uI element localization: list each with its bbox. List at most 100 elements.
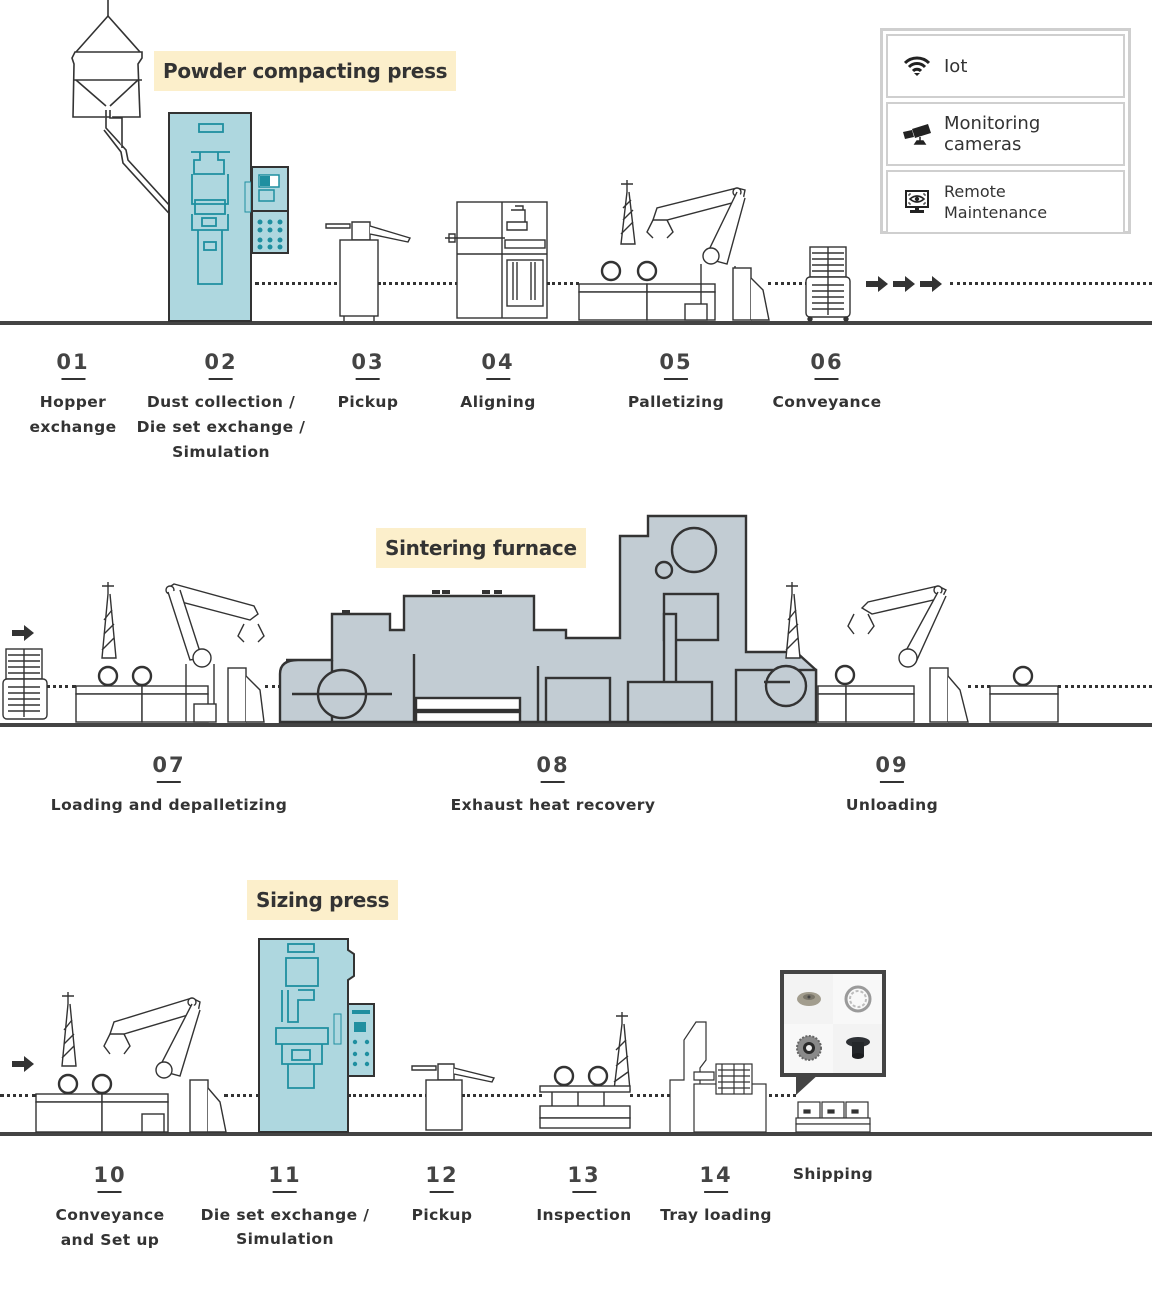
step-11: 11 Die set exchange / Simulation [201,1163,370,1251]
step-number: 12 [425,1163,458,1191]
step-label: Dust collection / Die set exchange / Sim… [136,393,306,461]
flow-arrow-icon [866,276,888,292]
shipping-products-preview [780,970,886,1077]
conveyor-dotted-line-row3b [224,1094,260,1097]
pallet-cart-illustration [805,246,851,322]
conveyance-robot-illustration [35,992,227,1133]
inspection-machine-illustration [539,1012,631,1129]
legend-label: Iot [944,55,968,77]
conveyor-dotted-line-row2a [46,685,76,688]
step-number: 04 [481,350,514,378]
pickup-machine-illustration [325,221,411,321]
compacting-press-label: Powder compacting press [154,51,457,91]
pickup-machine-illustration [411,1063,496,1131]
wifi-icon [902,53,932,79]
legend-label: Remote Maintenance [944,182,1048,222]
loading-robot-illustration [75,582,265,723]
conveyor-dotted-line-row3e [630,1094,670,1097]
step-09: 09 Unloading [846,753,938,818]
black-gear-part-icon [833,1023,882,1073]
conveyor-dotted-line-row1a [255,282,345,285]
unloading-robot-illustration [785,582,969,723]
step-label: Pickup [411,1206,473,1224]
step-06: 06 Conveyance [773,350,882,415]
pallet-cart-illustration [2,648,48,720]
aligning-machine-illustration [445,201,548,319]
step-label: Shipping [792,1165,874,1183]
step-01: 01 Hopper exchange [29,350,116,440]
step-number: 10 [93,1163,126,1191]
floor-line-row3 [0,1132,1152,1136]
step-label: Pickup [337,393,399,411]
internal-spline-ring-icon [833,974,882,1024]
sintering-furnace-illustration[interactable] [276,514,820,726]
conveyor-dotted-line-row1e [950,282,1152,285]
flow-arrow-icon [893,276,915,292]
conveyor-dotted-line-row1d [768,282,808,285]
step-number: 13 [567,1163,600,1191]
legend-item-monitoring-cameras[interactable]: Monitoring cameras [886,102,1125,166]
palletizing-robot-illustration [578,180,770,321]
monitor-eye-icon [902,189,932,215]
conveyor-dotted-line-row2d [1058,685,1152,688]
security-camera-icon [902,121,932,147]
step-label: Loading and depalletizing [50,796,288,814]
sintered-gear-part-icon [784,974,833,1024]
step-number: 06 [810,350,843,378]
tray-loading-machine-illustration [669,1021,767,1133]
sizing-press-label: Sizing press [247,880,399,920]
step-label: Conveyance and Set up [55,1206,165,1249]
step-number: 05 [659,350,692,378]
step-03: 03 Pickup [338,350,399,415]
flow-arrow-icon [12,625,34,641]
step-label: Exhaust heat recovery [450,796,656,814]
step-number: 01 [56,350,89,378]
step-number: 14 [699,1163,732,1191]
shipping-pallet-illustration [795,1101,871,1133]
step-label: Conveyance [772,393,882,411]
flow-arrow-icon [920,276,942,292]
step-10: 10 Conveyance and Set up [56,1163,165,1253]
step-07: 07 Loading and depalletizing [51,753,287,818]
sizing-press-illustration[interactable] [258,938,378,1134]
step-number: 02 [204,350,237,378]
floor-line-row2 [0,723,1152,727]
step-number: 08 [536,753,569,781]
step-number: 09 [875,753,908,781]
features-legend: Iot Monitoring cameras Remote Maintenanc… [880,28,1131,234]
conveyor-dotted-line-row2c [968,685,990,688]
step-08: 08 Exhaust heat recovery [451,753,656,818]
step-label: Hopper exchange [29,393,117,436]
step-04: 04 Aligning [460,350,535,415]
step-shipping: Shipping [793,1162,873,1187]
step-14: 14 Tray loading [660,1163,772,1228]
conveyor-dotted-line-row1b [378,282,458,285]
conveyor-dotted-line-row2b [265,685,281,688]
conveyor-table-illustration [989,665,1059,723]
legend-label: Monitoring cameras [944,113,1041,155]
step-label: Tray loading [660,1206,772,1224]
legend-item-remote-maintenance[interactable]: Remote Maintenance [886,170,1125,234]
sintering-furnace-label: Sintering furnace [376,528,586,568]
conveyor-dotted-line-row3a [0,1094,36,1097]
step-label: Palletizing [627,393,725,411]
step-label: Inspection [536,1206,632,1224]
legend-item-iot[interactable]: Iot [886,34,1125,98]
step-label: Die set exchange / Simulation [200,1206,370,1248]
step-label: Aligning [460,393,536,411]
speech-bubble-tail [796,1073,820,1095]
conveyor-dotted-line-row1c [547,282,579,285]
conveyor-dotted-line-row3d [462,1094,542,1097]
flow-arrow-icon [12,1056,34,1072]
conveyor-dotted-line-row3c [348,1094,428,1097]
floor-line-row1 [0,321,1152,325]
step-number: 03 [351,350,384,378]
compacting-press-illustration[interactable] [168,112,292,324]
conveyor-dotted-line-row3f [762,1094,796,1097]
step-label: Unloading [845,796,939,814]
step-02: 02 Dust collection / Die set exchange / … [137,350,306,465]
toothed-ring-part-icon [784,1023,833,1073]
step-number: 11 [268,1163,301,1191]
step-12: 12 Pickup [412,1163,473,1228]
step-13: 13 Inspection [536,1163,631,1228]
